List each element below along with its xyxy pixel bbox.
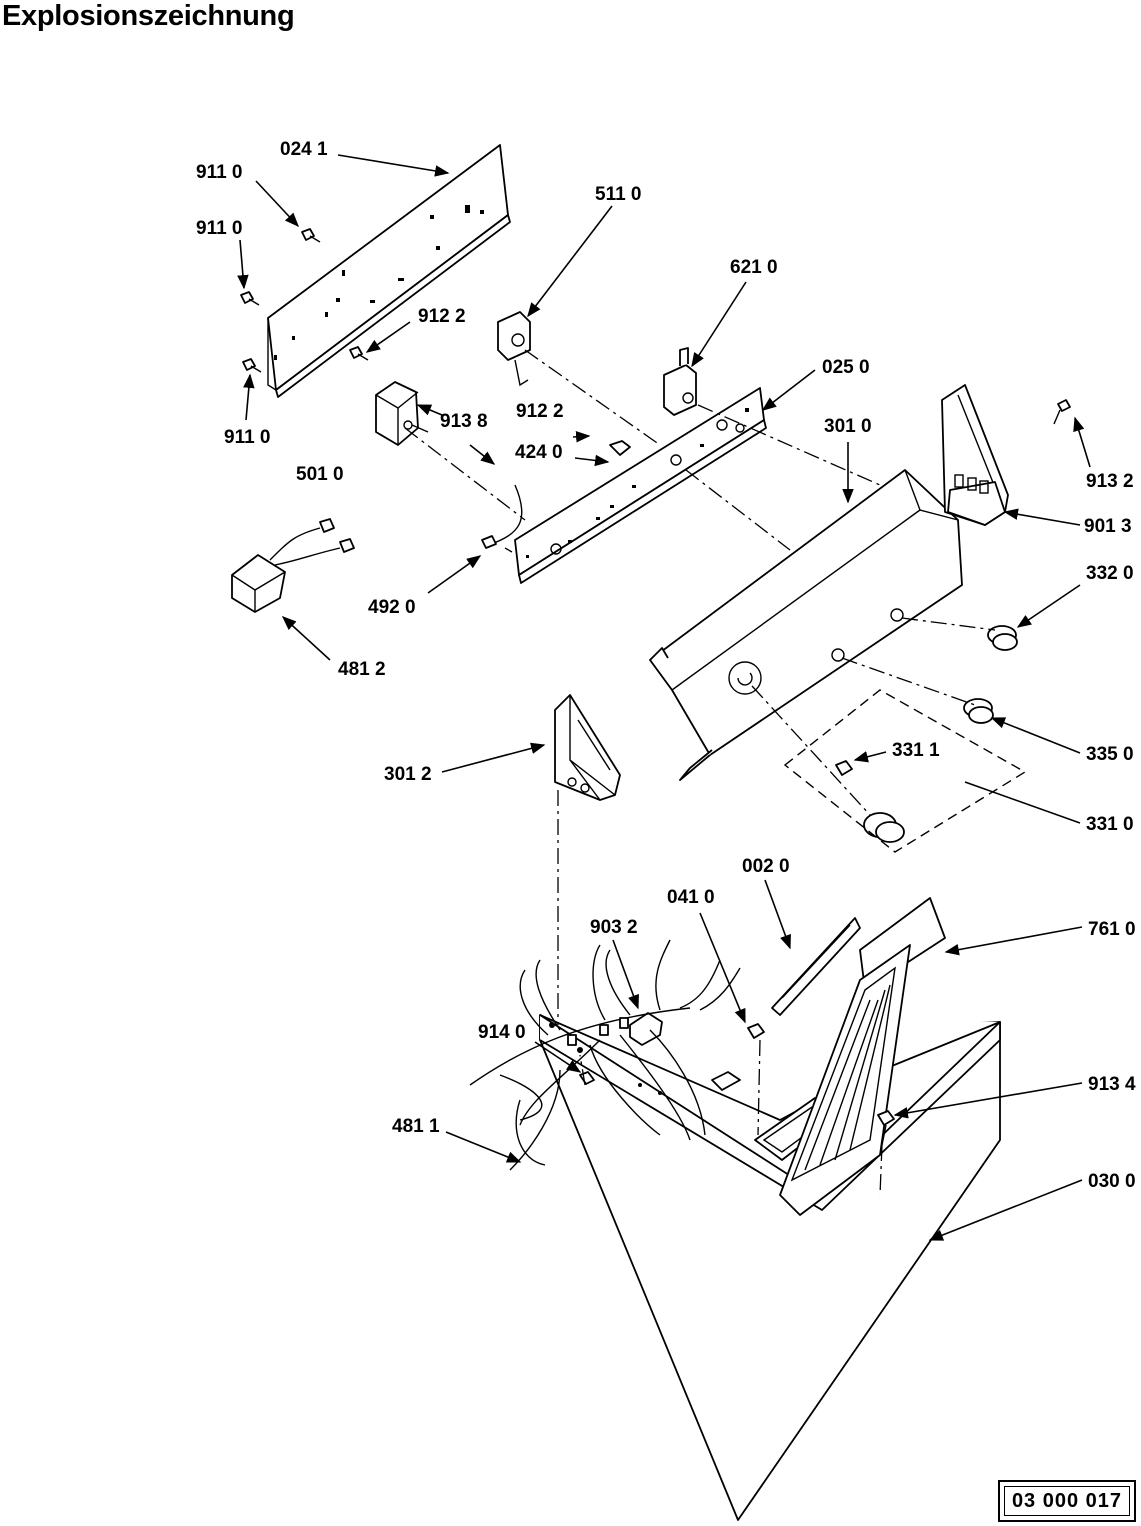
alignment-lines <box>404 349 996 1196</box>
label-9138: 913 8 <box>440 411 488 432</box>
solenoid-part <box>663 347 697 416</box>
label-9013: 901 3 <box>1084 516 1132 537</box>
label-3010: 301 0 <box>824 416 872 437</box>
label-3310: 331 0 <box>1086 814 1134 835</box>
wiring-harness-part <box>469 939 741 1171</box>
end-cap-part <box>941 384 1071 526</box>
label-4811: 481 1 <box>392 1116 440 1137</box>
switch-part <box>497 311 531 387</box>
label-3311: 331 1 <box>892 740 940 761</box>
label-4240: 424 0 <box>515 442 563 463</box>
label-9140: 914 0 <box>478 1022 526 1043</box>
label-0250: 025 0 <box>822 357 870 378</box>
label-4812: 481 2 <box>338 659 386 680</box>
document-number-box: 03 000 017 <box>998 1480 1136 1522</box>
label-9132: 913 2 <box>1086 471 1134 492</box>
control-panel-part <box>649 469 963 781</box>
back-panel-part <box>267 144 511 398</box>
page-title: Explosionszeichnung <box>2 0 295 32</box>
label-3012: 301 2 <box>384 764 432 785</box>
vent-panel-part <box>771 897 946 1216</box>
label-3320: 332 0 <box>1086 563 1134 584</box>
screw-part <box>240 228 369 373</box>
label-9110-a: 911 0 <box>196 162 243 183</box>
knob-part <box>835 625 1018 843</box>
label-4920: 492 0 <box>368 597 416 618</box>
label-0300: 030 0 <box>1088 1171 1136 1192</box>
label-7610: 761 0 <box>1088 919 1136 940</box>
label-9134: 913 4 <box>1088 1074 1136 1095</box>
wire-part <box>487 484 523 546</box>
label-0020: 002 0 <box>742 856 790 877</box>
console-bracket-part <box>514 387 767 584</box>
label-5110: 511 0 <box>595 184 642 205</box>
connector-part <box>231 518 355 613</box>
timer-part <box>375 381 429 446</box>
label-0410: 041 0 <box>667 887 715 908</box>
base-plate-part <box>539 1014 1001 1521</box>
label-9110-c: 911 0 <box>224 427 271 448</box>
label-9032: 903 2 <box>590 917 638 938</box>
label-5010: 501 0 <box>296 464 344 485</box>
document-number: 03 000 017 <box>1004 1486 1130 1516</box>
label-9110-b: 911 0 <box>196 218 243 239</box>
label-9122-b: 912 2 <box>516 401 564 422</box>
label-3350: 335 0 <box>1086 744 1134 765</box>
left-end-cap-part <box>554 694 621 801</box>
label-0241: 024 1 <box>280 139 328 160</box>
label-6210: 621 0 <box>730 257 778 278</box>
part-labels: 024 1 911 0 911 0 911 0 511 0 621 0 912 … <box>196 139 1136 1192</box>
label-9122-a: 912 2 <box>418 306 466 327</box>
leader-lines <box>237 154 1091 1241</box>
